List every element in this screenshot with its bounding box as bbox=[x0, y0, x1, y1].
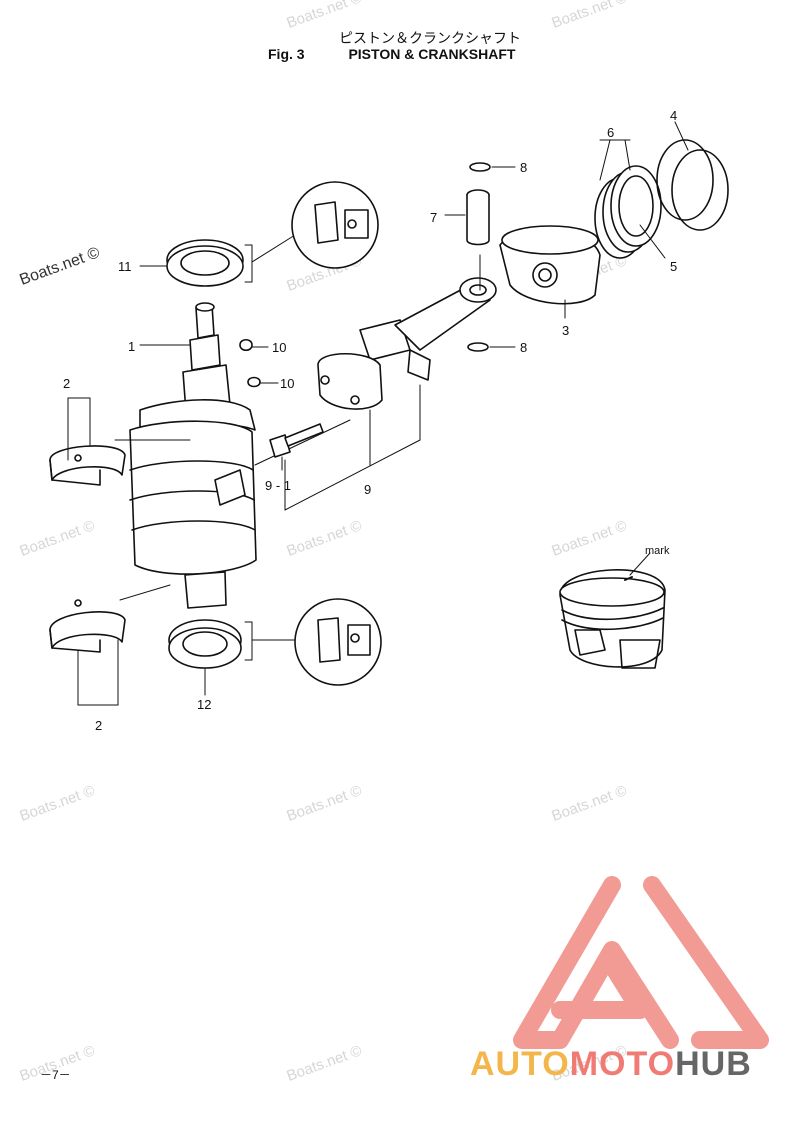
callout-3: 3 bbox=[562, 323, 569, 338]
connecting-rod bbox=[254, 277, 497, 511]
callout-5: 5 bbox=[670, 259, 677, 274]
main-bearing-upper bbox=[49, 397, 126, 486]
callout-12: 12 bbox=[197, 697, 211, 712]
connecting-rod-bolt bbox=[269, 423, 324, 471]
main-bearing-lower bbox=[49, 599, 126, 706]
mark-label: mark bbox=[645, 545, 670, 557]
callout-2: 2 bbox=[63, 376, 70, 391]
figure-title: Fig. 3 PISTON & CRANKSHAFT bbox=[268, 46, 555, 62]
title-japanese: ピストン＆クランクシャフト bbox=[339, 30, 521, 46]
piston-mark-detail bbox=[559, 552, 666, 669]
callout-7: 7 bbox=[430, 210, 437, 225]
piston-pin bbox=[444, 189, 490, 246]
crankshaft-key bbox=[239, 338, 279, 388]
callout-9-1: 9 - 1 bbox=[265, 478, 291, 493]
oil-seal-lower bbox=[168, 598, 382, 696]
piston-rings bbox=[594, 139, 662, 259]
callout-4: 4 bbox=[670, 108, 677, 123]
figure-label: Fig. 3 bbox=[268, 46, 305, 62]
logo-triangle bbox=[513, 876, 769, 1049]
logo-wordmark: AUTOMOTOHUB bbox=[470, 1045, 752, 1084]
logo-part-hub: HUB bbox=[675, 1045, 752, 1083]
callout-8: 8 bbox=[520, 160, 527, 175]
callout-2: 2 bbox=[95, 718, 102, 733]
logo-part-moto: MOTO bbox=[569, 1045, 676, 1083]
piston bbox=[499, 225, 601, 319]
callout-10: 10 bbox=[272, 340, 286, 355]
page-number: －7－ bbox=[40, 1068, 71, 1082]
crankshaft bbox=[114, 302, 257, 609]
callout-11: 11 bbox=[118, 259, 132, 274]
callout-9: 9 bbox=[364, 482, 371, 497]
callout-6: 6 bbox=[607, 125, 614, 140]
callout-8: 8 bbox=[520, 340, 527, 355]
piston-ring-top bbox=[639, 121, 729, 259]
logo-part-auto: AUTO bbox=[470, 1045, 570, 1083]
callout-1: 1 bbox=[128, 339, 135, 354]
figure-name: PISTON & CRANKSHAFT bbox=[348, 46, 516, 62]
callout-10: 10 bbox=[280, 376, 294, 391]
oil-seal-upper bbox=[139, 181, 379, 287]
piston-pin-clip bbox=[467, 162, 516, 352]
